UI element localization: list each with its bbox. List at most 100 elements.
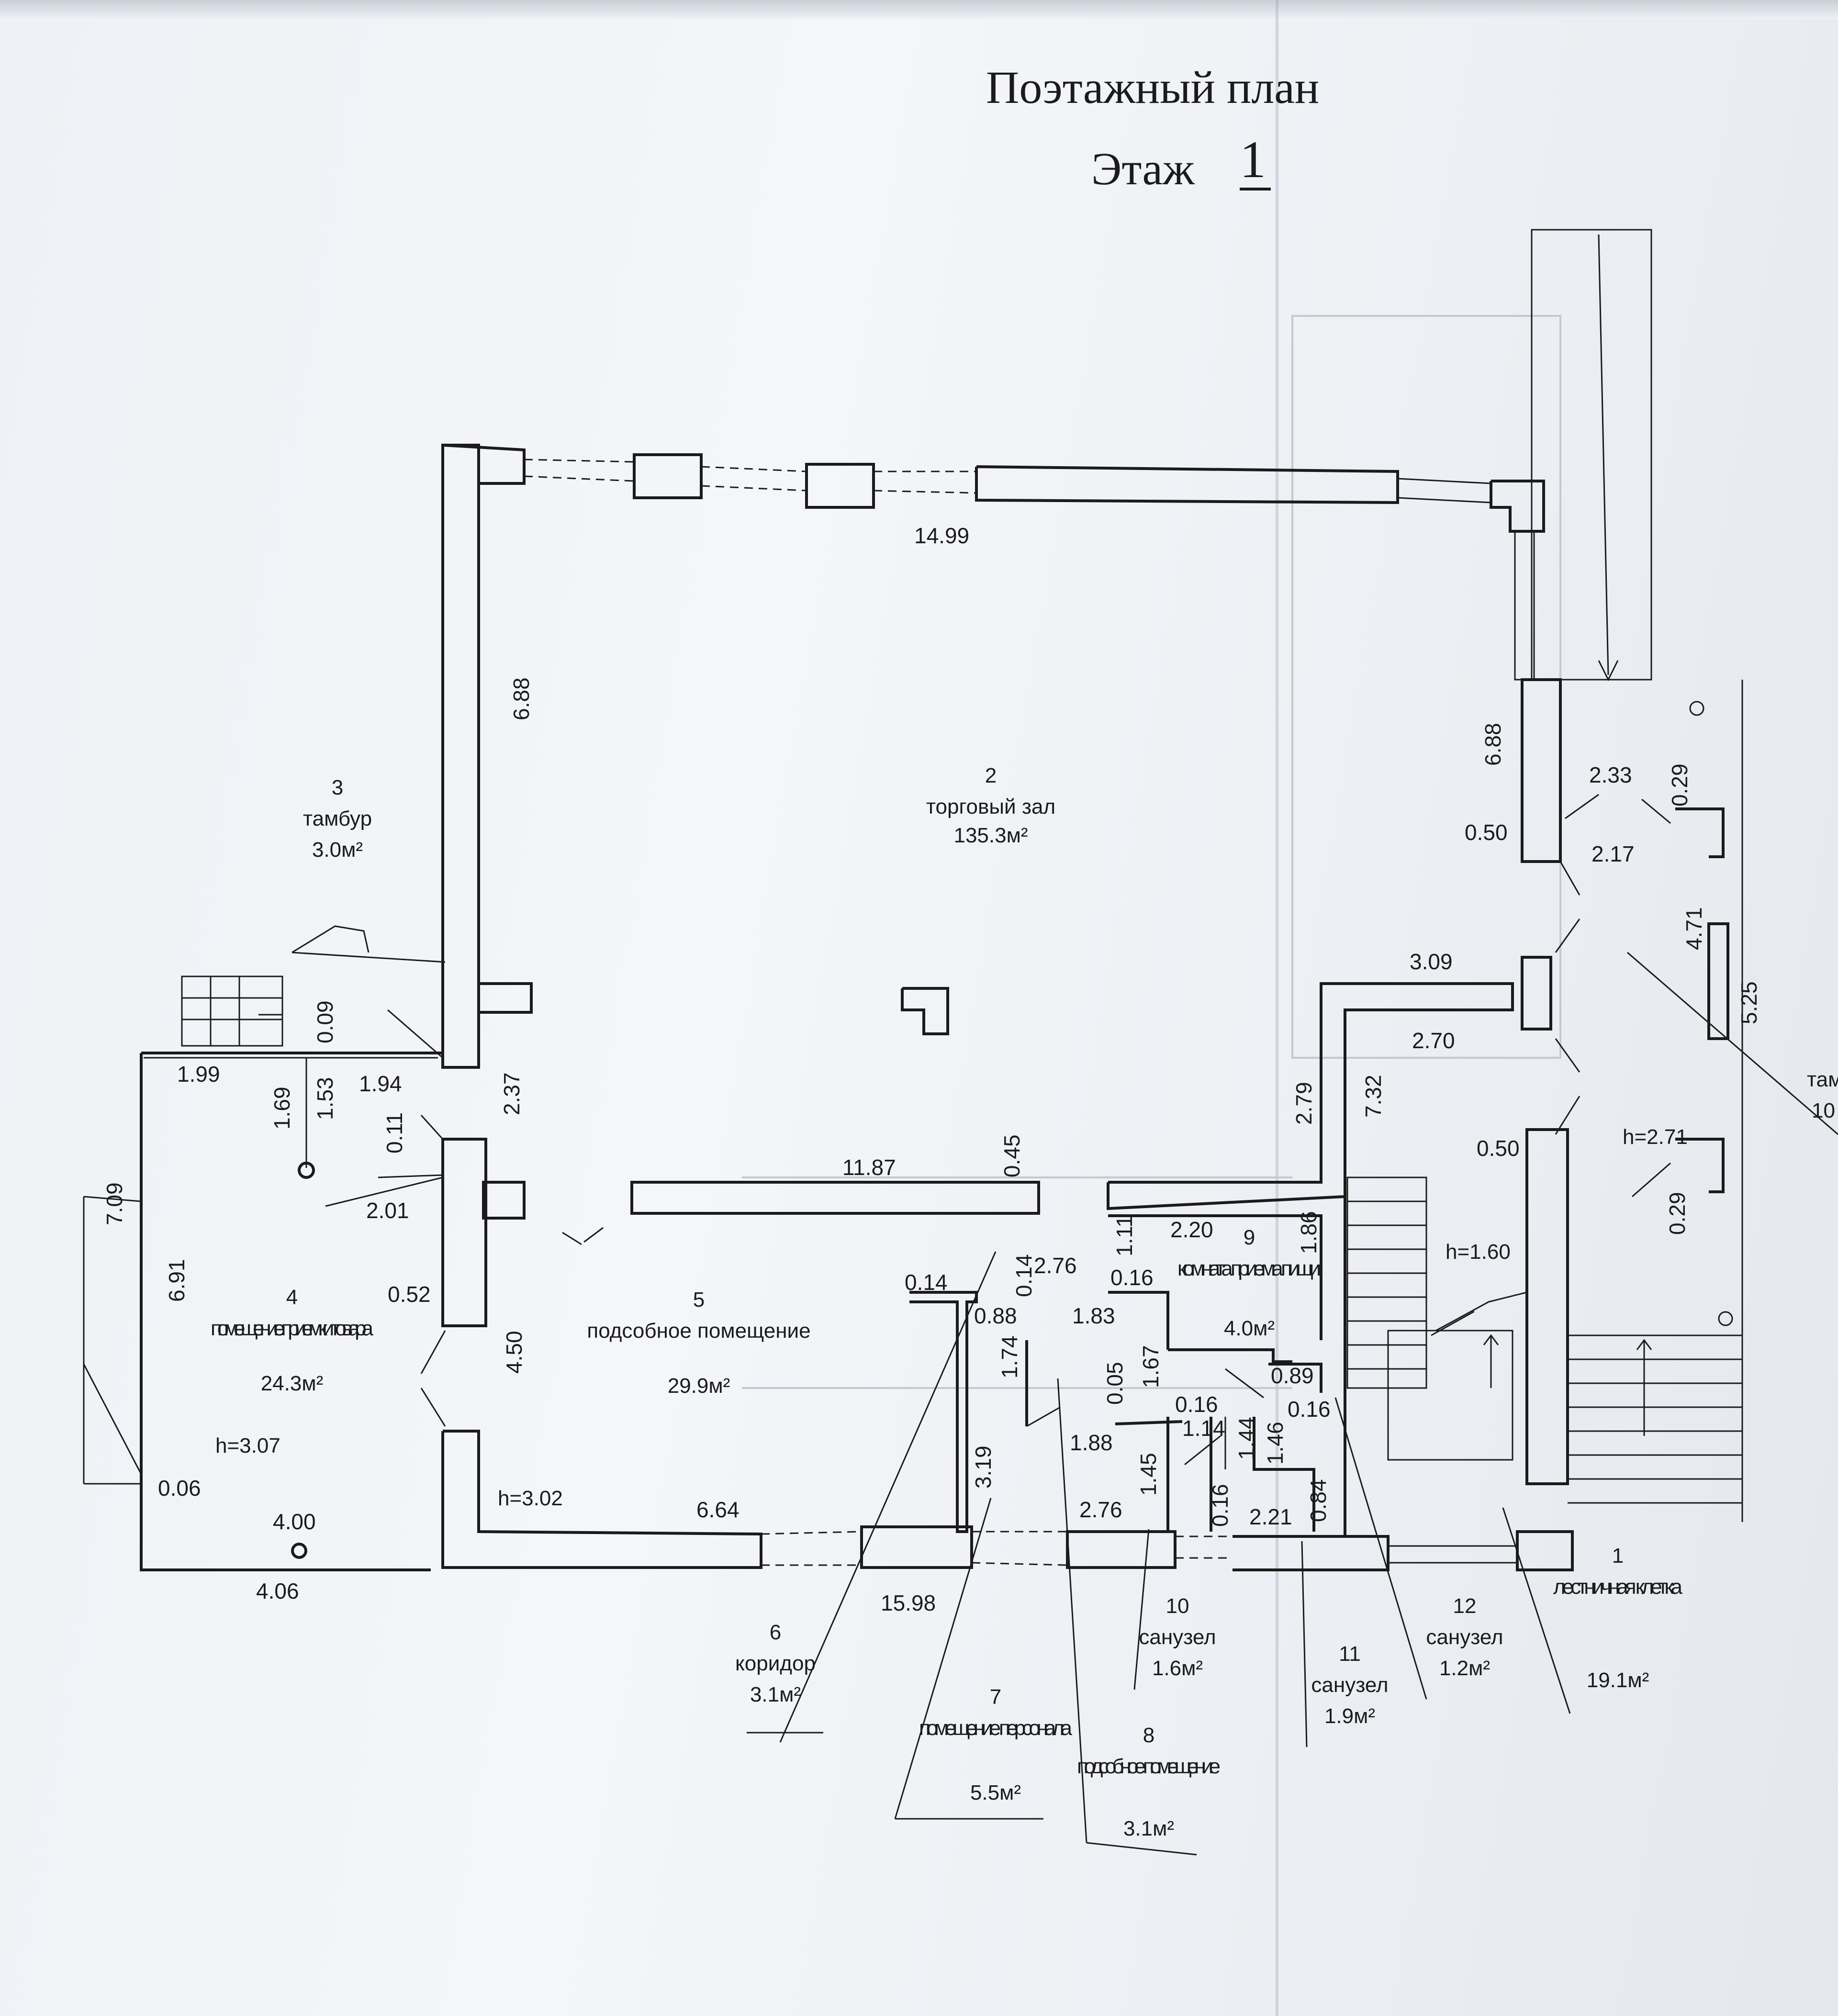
dim-0-05: 0.05: [1102, 1362, 1127, 1405]
room-10-area: 1.6м²: [1152, 1657, 1203, 1680]
dim-2-17: 2.17: [1591, 841, 1635, 866]
room-12-area: 1.2м²: [1439, 1657, 1490, 1680]
room-7-name: помещение персонала: [919, 1716, 1073, 1740]
dimension-labels: 14.99 6.88 6.88 2.37 1.99 1.69 1.53 0.09…: [102, 523, 1761, 1615]
dim-0-88: 0.88: [974, 1303, 1017, 1328]
room-4-number: 4: [286, 1286, 298, 1309]
dim-3-09: 3.09: [1410, 949, 1453, 974]
room-5-area: 29.9м²: [668, 1374, 730, 1398]
room-6-area: 3.1м²: [750, 1683, 801, 1706]
room-2-area: 135.3м²: [953, 824, 1028, 847]
dim-0-16-b: 0.16: [1175, 1392, 1218, 1417]
dim-0-52: 0.52: [388, 1282, 431, 1307]
dim-14-99: 14.99: [914, 523, 969, 548]
room-1-area: 19.1м²: [1587, 1669, 1649, 1692]
dim-2-37: 2.37: [499, 1072, 524, 1115]
dim-4-00: 4.00: [273, 1509, 316, 1534]
room-8-number: 8: [1143, 1724, 1154, 1747]
dim-0-16-c: 0.16: [1208, 1484, 1233, 1527]
dim-1-44: 1.44: [1234, 1417, 1259, 1460]
room-6-name: коридор: [735, 1652, 816, 1675]
dim-1-94: 1.94: [359, 1071, 402, 1096]
room-6-number: 6: [770, 1621, 781, 1644]
paper-fold-vertical: [1276, 0, 1278, 2016]
room-8-name: подсобное помещение: [1077, 1755, 1221, 1778]
dim-0-14-h: 0.14: [905, 1270, 948, 1295]
room-1-name: лестничная клетка: [1553, 1575, 1683, 1599]
dim-2-76-top: 2.76: [1034, 1253, 1077, 1278]
dim-6-91: 6.91: [164, 1259, 189, 1302]
dim-0-50-bottom: 0.50: [1477, 1136, 1520, 1161]
room-8-area: 3.1м²: [1123, 1817, 1174, 1840]
area-leaders: [747, 1251, 1571, 1856]
room-partial-name: там: [1807, 1068, 1838, 1091]
dim-6-88-right: 6.88: [1480, 723, 1505, 766]
dim-4-06: 4.06: [256, 1579, 299, 1603]
room-3-number: 3: [332, 776, 343, 799]
dim-1-99: 1.99: [177, 1062, 220, 1086]
walls-stair-cell: [1344, 680, 1743, 1536]
dim-1-69: 1.69: [269, 1086, 294, 1130]
room-2-number: 2: [985, 764, 997, 787]
dim-2-01: 2.01: [366, 1198, 409, 1223]
paper-fold-top: [0, 0, 1838, 19]
dim-7-09: 7.09: [102, 1182, 127, 1225]
room-10-name: санузел: [1139, 1625, 1216, 1649]
background-traces: [742, 315, 1561, 1389]
dim-1-86: 1.86: [1296, 1211, 1321, 1254]
dim-4-71: 4.71: [1681, 907, 1706, 950]
dim-0-09: 0.09: [313, 1000, 337, 1043]
dim-0-50-top: 0.50: [1465, 820, 1508, 845]
dim-2-70: 2.70: [1412, 1028, 1455, 1053]
room-7-area: 5.5м²: [970, 1781, 1021, 1804]
room-9-name: комната приема пищи: [1177, 1257, 1321, 1280]
dim-1-14: 1.14: [1182, 1416, 1225, 1441]
room-3-area: 3.0м²: [312, 838, 363, 862]
dim-0-06: 0.06: [158, 1476, 201, 1501]
dim-7-32: 7.32: [1361, 1075, 1386, 1118]
dim-0-89: 0.89: [1271, 1363, 1314, 1388]
room-partial-area: 10: [1812, 1099, 1835, 1122]
room-labels: 2 торговый зал 135.3м² 3 тамбур 3.0м² 4 …: [211, 764, 1838, 1840]
dim-1-53: 1.53: [313, 1077, 337, 1120]
room-7-number: 7: [990, 1685, 1001, 1709]
dim-2-20: 2.20: [1170, 1217, 1213, 1242]
dim-1-88: 1.88: [1070, 1430, 1113, 1455]
room-11-name: санузел: [1311, 1673, 1388, 1697]
room-3-name: тамбур: [303, 807, 372, 830]
dim-6-64: 6.64: [696, 1497, 740, 1522]
walls-bottom: [441, 1430, 1574, 1571]
dim-2-76-bottom: 2.76: [1079, 1497, 1122, 1522]
dim-2-79: 2.79: [1291, 1082, 1316, 1125]
dim-0-14-v: 0.14: [1011, 1254, 1036, 1297]
dim-1-45: 1.45: [1136, 1453, 1161, 1496]
dim-3-19: 3.19: [971, 1445, 996, 1489]
dim-1-11: 1.11: [1112, 1215, 1137, 1256]
room-4-name: помещение приемки товара: [211, 1317, 374, 1340]
room-9-number: 9: [1244, 1226, 1255, 1249]
dim-1-46: 1.46: [1263, 1422, 1288, 1465]
room-12-number: 12: [1453, 1594, 1477, 1618]
dim-4-50: 4.50: [502, 1331, 527, 1374]
dim-15-98: 15.98: [881, 1590, 936, 1615]
floor-label: Этаж: [1091, 143, 1195, 194]
room-11-number: 11: [1339, 1642, 1361, 1666]
room-5-number: 5: [693, 1288, 705, 1311]
room-12-name: санузел: [1426, 1625, 1503, 1649]
dim-1-67: 1.67: [1138, 1345, 1163, 1388]
walls-main-hall: [441, 444, 1545, 1069]
dim-2-21: 2.21: [1249, 1504, 1292, 1529]
height-vestibule: h=2.71: [1623, 1125, 1688, 1149]
dim-5-25: 5.25: [1737, 981, 1761, 1024]
room-1-number: 1: [1612, 1544, 1624, 1568]
walls-right-vestibule: [1521, 229, 1838, 1326]
dim-1-74: 1.74: [997, 1335, 1022, 1378]
plan-title: Поэтажный план: [986, 62, 1319, 113]
walls-left-block: [83, 925, 446, 1571]
walls-middle: [441, 982, 1514, 1327]
dim-6-88-left: 6.88: [509, 677, 534, 720]
dim-0-29-bottom: 0.29: [1665, 1192, 1690, 1235]
dim-1-83: 1.83: [1072, 1303, 1115, 1328]
